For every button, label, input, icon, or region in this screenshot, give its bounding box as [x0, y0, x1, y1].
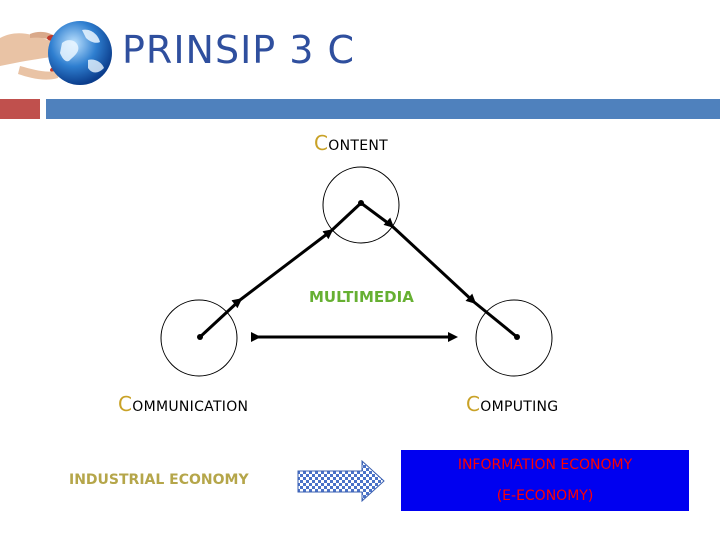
information-economy-box: INFORMATION ECONOMY (E-ECONOMY)	[401, 450, 689, 511]
node-label-communication: COMMUNICATION	[118, 392, 248, 416]
information-economy-label: INFORMATION ECONOMY	[457, 457, 633, 473]
edge-content-communication-head	[329, 201, 363, 233]
node-label-content: CONTENT	[314, 131, 388, 155]
node-initial-content: C	[314, 131, 329, 155]
computing-circle	[475, 299, 553, 377]
content-circle	[322, 166, 400, 244]
edge-content-computing	[383, 217, 477, 305]
accent-bar-red	[0, 99, 40, 119]
accent-bar-blue	[46, 99, 720, 119]
node-rest-computing: OMPUTING	[480, 399, 559, 415]
transition-arrow-icon	[297, 459, 385, 503]
node-initial-computing: C	[466, 392, 481, 416]
e-economy-label: (E-ECONOMY)	[496, 488, 594, 504]
page-title: PRINSIP 3 C	[122, 28, 356, 72]
communication-circle	[160, 299, 238, 377]
edge-content-communication	[231, 229, 334, 309]
globe-in-hand-logo	[0, 21, 112, 85]
edge-content-communication-tail	[198, 298, 242, 339]
node-label-computing: COMPUTING	[466, 392, 558, 416]
node-rest-content: ONTENT	[328, 138, 388, 154]
node-rest-communication: OMMUNICATION	[132, 399, 249, 415]
center-label-multimedia: MULTIMEDIA	[309, 288, 414, 306]
edge-content-computing-head	[360, 201, 393, 228]
industrial-economy-label: INDUSTRIAL ECONOMY	[69, 472, 249, 488]
node-initial-communication: C	[118, 392, 133, 416]
edge-content-computing-tail	[473, 300, 518, 339]
